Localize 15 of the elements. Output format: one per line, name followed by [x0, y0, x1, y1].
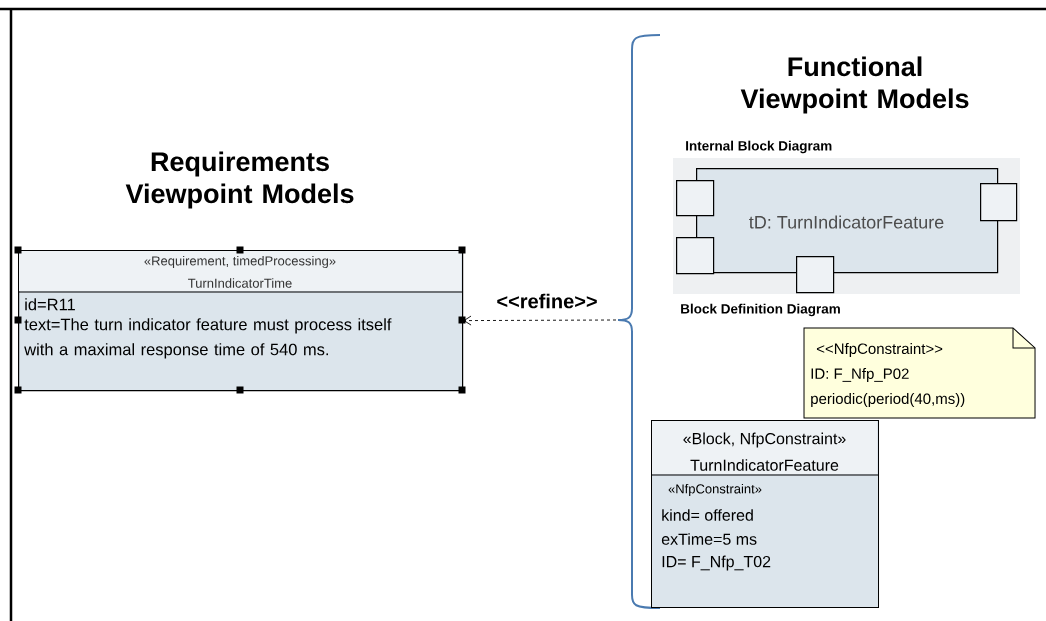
- section-heading: Requirements Viewpoint Models: [125, 151, 354, 209]
- port-square: [796, 256, 835, 294]
- block-part: tD: TurnIndicatorFeature: [696, 168, 999, 274]
- curly-brace: [617, 34, 661, 609]
- dependency-arrow: [463, 315, 617, 326]
- block-box: «Block, NfpConstraint» TurnIndicatorFeature «NfpConstraint» kind= offered exTime=5 ms ID= F_Nfp_T02: [650, 420, 879, 608]
- port-square: [980, 183, 1018, 222]
- section-heading: Functional Viewpoint Models: [740, 56, 969, 114]
- subheading: Block Definition Diagram: [681, 303, 840, 317]
- note-box: <<NfpConstraint>> ID: F_Nfp_P02 periodic(period(40,ms)): [803, 327, 1036, 419]
- subheading: Internal Block Diagram: [686, 140, 832, 154]
- port-square: [676, 180, 715, 217]
- edge-label: <<refine>>: [495, 292, 599, 310]
- requirement-box: «Requirement, timedProcessing» TurnIndicatorTime id=R11 text=The turn indicator feature must process itself with a maximal response time of 540 ms.: [17, 250, 464, 392]
- port-square: [676, 237, 715, 275]
